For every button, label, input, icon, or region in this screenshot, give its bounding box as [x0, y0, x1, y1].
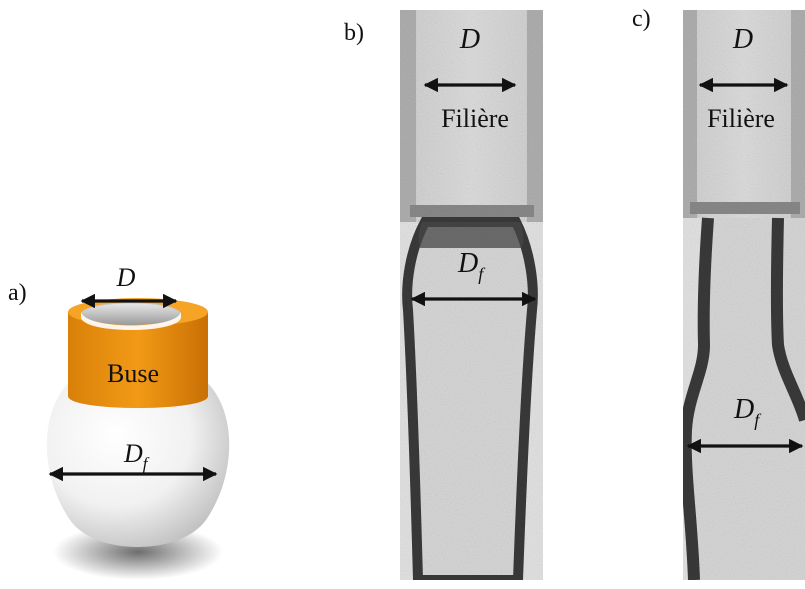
panel-b-label: b): [344, 20, 364, 46]
panel-b-photo: [400, 10, 543, 585]
nozzle: [68, 298, 208, 408]
panel-c: c) D Filière Df: [632, 6, 805, 581]
die-label-c: Filière: [707, 104, 775, 133]
diameter-d-label: D: [116, 263, 136, 292]
die-label-b: Filière: [441, 104, 509, 133]
extrudate-ball: [46, 375, 230, 547]
panel-c-label: c): [632, 6, 651, 32]
swell-diameter-label: Df: [123, 439, 150, 473]
swell-diameter-label-b: Df: [457, 248, 486, 284]
panel-a-label: a): [8, 280, 27, 306]
panel-c-photo: [679, 10, 805, 581]
die-b: [400, 10, 543, 222]
nozzle-label: Buse: [107, 359, 159, 388]
die-c: [683, 10, 805, 218]
panel-a: a) Buse D Df: [8, 263, 230, 580]
diameter-d-label-c: D: [732, 24, 753, 55]
swell-diameter-label-c: Df: [733, 394, 762, 430]
diameter-d-label-b: D: [459, 24, 480, 55]
panel-b: b) D Filière Df: [344, 10, 543, 585]
